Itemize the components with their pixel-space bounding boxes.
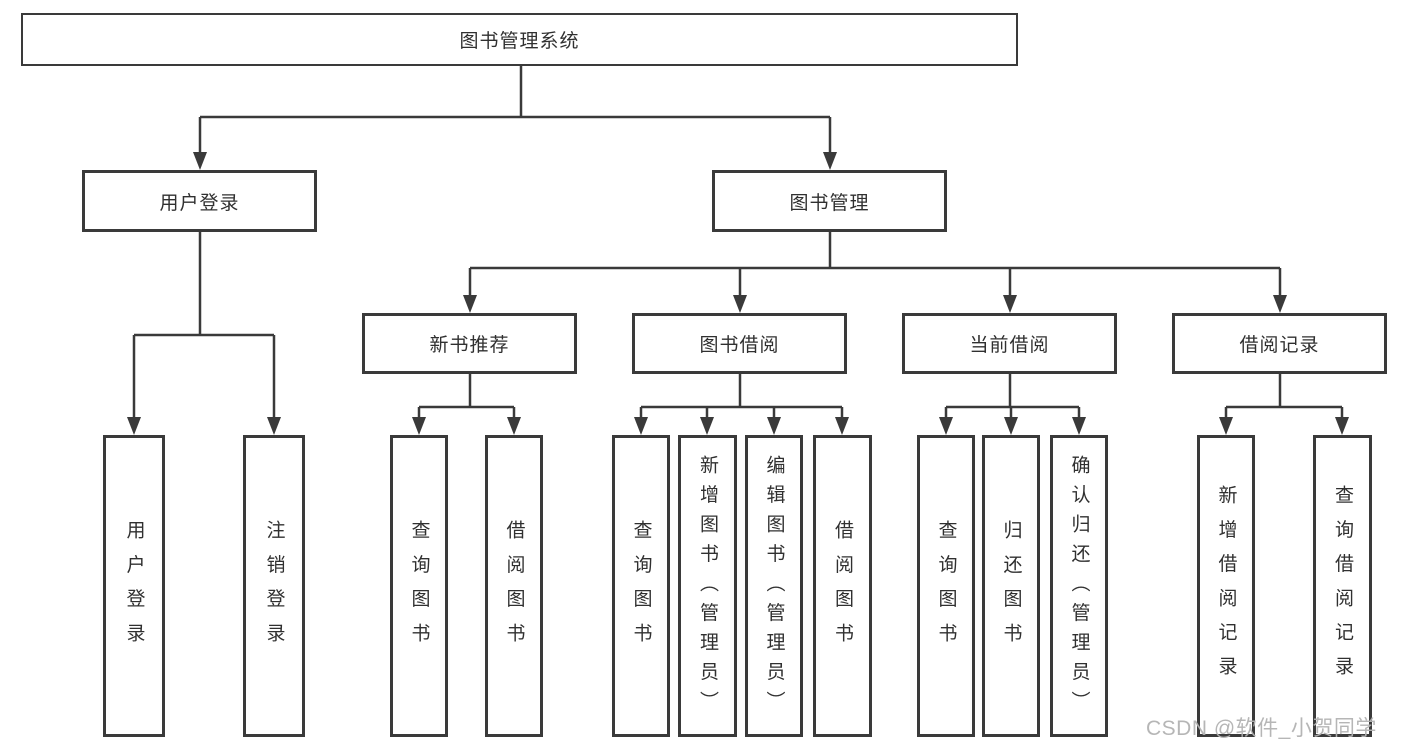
- node-new-book-recommendation: 新书推荐: [362, 313, 577, 374]
- arrow-down-icon: [835, 417, 849, 435]
- arrow-down-icon: [127, 417, 141, 435]
- arrow-down-icon: [939, 417, 953, 435]
- node-book-management: 图书管理: [712, 170, 947, 232]
- arrow-down-icon: [507, 417, 521, 435]
- arrow-down-icon: [1004, 417, 1018, 435]
- leaf-borrow-books-recommend: 借阅图书: [485, 435, 543, 737]
- arrow-down-icon: [1072, 417, 1086, 435]
- arrow-down-icon: [823, 152, 837, 170]
- connector-bookmgmt-to-level3: [468, 232, 1282, 300]
- csdn-watermark: CSDN @软件_小贺同学: [1146, 717, 1377, 740]
- arrow-down-icon: [193, 152, 207, 170]
- arrow-down-icon: [700, 417, 714, 435]
- leaf-query-books-current: 查询图书: [917, 435, 975, 737]
- arrow-down-icon: [767, 417, 781, 435]
- arrow-down-icon: [267, 417, 281, 435]
- arrow-down-icon: [1335, 417, 1349, 435]
- node-current-borrowing: 当前借阅: [902, 313, 1117, 374]
- node-borrowing-records: 借阅记录: [1172, 313, 1387, 374]
- connector-newbooks-to-leaves: [417, 373, 516, 421]
- arrowheads-leaves: [127, 417, 1349, 435]
- arrow-down-icon: [1003, 295, 1017, 313]
- arrowheads-level2: [193, 152, 837, 170]
- arrow-down-icon: [1219, 417, 1233, 435]
- leaf-query-books-borrow: 查询图书: [612, 435, 670, 737]
- connector-records-to-leaves: [1224, 373, 1344, 421]
- leaf-query-borrow-record: 查询借阅记录: [1313, 435, 1372, 737]
- connector-root-to-level2: [198, 66, 832, 156]
- arrow-down-icon: [1273, 295, 1287, 313]
- leaf-return-books: 归还图书: [982, 435, 1040, 737]
- leaf-borrow-books-borrow: 借阅图书: [813, 435, 872, 737]
- arrow-down-icon: [463, 295, 477, 313]
- node-book-borrowing: 图书借阅: [632, 313, 847, 374]
- connector-current-to-leaves: [944, 373, 1081, 421]
- arrow-down-icon: [412, 417, 426, 435]
- node-library-system: 图书管理系统: [21, 13, 1018, 66]
- connector-borrowing-to-leaves: [639, 373, 844, 421]
- node-user-login: 用户登录: [82, 170, 317, 232]
- leaf-edit-book-admin: 编辑图书（管理员）: [745, 435, 803, 737]
- arrow-down-icon: [733, 295, 747, 313]
- connector-userlogin-to-leaves: [132, 232, 276, 421]
- leaf-add-book-admin: 新增图书（管理员）: [678, 435, 737, 737]
- leaf-add-borrow-record: 新增借阅记录: [1197, 435, 1255, 737]
- arrowheads-level3: [463, 295, 1287, 313]
- leaf-user-login: 用户登录: [103, 435, 165, 737]
- leaf-confirm-return-admin: 确认归还（管理员）: [1050, 435, 1108, 737]
- arrow-down-icon: [634, 417, 648, 435]
- leaf-query-books-recommend: 查询图书: [390, 435, 448, 737]
- leaf-logout: 注销登录: [243, 435, 305, 737]
